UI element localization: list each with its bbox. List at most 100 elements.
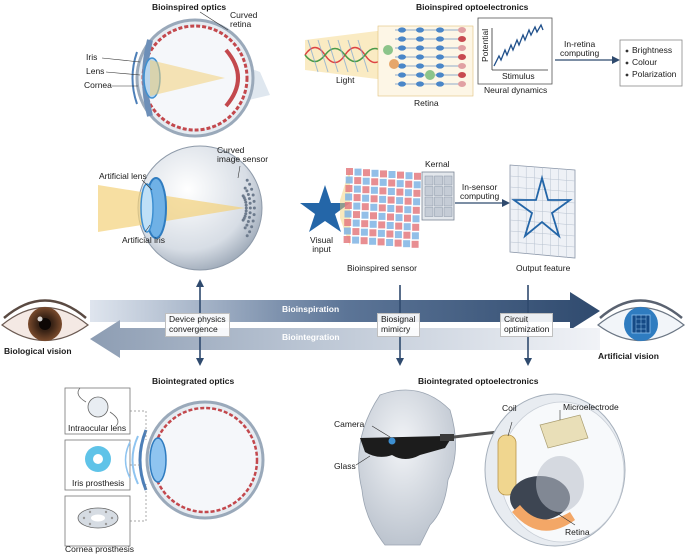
iris-prosthesis-box — [64, 439, 131, 491]
label-artificial-iris: Artificial iris — [122, 235, 165, 245]
neuron-cell — [416, 72, 424, 78]
sensor-pixel — [371, 169, 379, 177]
label-curved-image-sensor: Curved image sensor — [217, 145, 269, 165]
sensor-pixel — [353, 202, 361, 210]
pixel-dot — [244, 206, 248, 210]
kernal-cell — [434, 186, 443, 196]
sensor-pixel — [412, 215, 420, 223]
pixel-dot — [248, 230, 252, 234]
pixel-dot — [251, 219, 255, 223]
sensor-pixel — [379, 187, 387, 195]
label-output-feature: Output feature — [516, 263, 571, 273]
label-potential-axis: Potential — [480, 28, 490, 62]
artificial-eye-image — [597, 299, 685, 342]
biointegrated-eye — [124, 400, 265, 520]
neuron-cell — [398, 36, 406, 42]
sensor-pixel — [370, 195, 378, 203]
pixel-dot — [244, 209, 248, 213]
label-cornea: Cornea — [84, 80, 112, 90]
pixel-dot — [252, 206, 256, 210]
sensor-pixel — [412, 206, 420, 214]
label-light: Light — [336, 75, 355, 85]
sensor-pixel — [387, 213, 394, 221]
sensor-pixel — [404, 189, 412, 197]
sensor-pixel — [380, 170, 387, 178]
label-intraocular-lens: Intraocular lens — [68, 423, 127, 433]
label-in-retina-computing: In-retina computing — [560, 39, 600, 59]
ganglion-cell — [458, 45, 466, 51]
sensor-pixel — [379, 195, 387, 203]
sensor-pixel — [343, 227, 351, 235]
sensor-pixel — [344, 219, 352, 226]
title-bioinspired-optoelectronics: Bioinspired optoelectronics — [416, 2, 529, 12]
sensor-pixel — [360, 237, 368, 245]
bipolar-cell — [383, 45, 393, 55]
sensor-pixel — [369, 237, 377, 245]
label-iris-prosthesis: Iris prosthesis — [72, 478, 125, 488]
kernal-cell — [424, 175, 434, 186]
pixel-dot — [245, 223, 249, 227]
sensor-pixel — [378, 204, 386, 212]
sensor-pixel — [414, 172, 421, 180]
sensor-pixel — [396, 188, 404, 196]
label-bioinspired-sensor: Bioinspired sensor — [347, 263, 417, 273]
feature-brightness: Brightness — [632, 45, 673, 55]
pixel-dot — [248, 211, 252, 215]
label-retina-top: Retina — [414, 98, 439, 108]
neuron-cell — [398, 54, 406, 60]
pixel-dot — [244, 203, 248, 207]
ganglion-cell — [458, 36, 466, 42]
sensor-pixel — [388, 171, 396, 178]
kernal-cell — [424, 207, 434, 217]
sensor-pixel — [345, 193, 353, 201]
neuron-cell — [436, 81, 444, 87]
sensor-pixel — [354, 168, 362, 176]
sensor-pixel — [405, 180, 413, 188]
kernal-cell — [434, 207, 443, 217]
pixel-dot — [250, 225, 254, 229]
sensor-pixel — [370, 203, 378, 211]
label-coil: Coil — [502, 403, 517, 413]
label-biosignal-mimicry: Biosignal mimicry — [377, 313, 420, 337]
pixel-dot — [243, 186, 247, 190]
pixel-dot — [248, 182, 252, 186]
sensor-pixel — [403, 240, 411, 248]
label-circuit-optimization: Circuit optimization — [500, 313, 554, 337]
neuron-cell — [436, 54, 444, 60]
label-camera: Camera — [334, 419, 365, 429]
kernal-cell — [443, 175, 453, 186]
title-bioinspired-optics: Bioinspired optics — [152, 2, 227, 12]
sensor-pixel — [362, 194, 370, 202]
sensor-pixel — [411, 232, 419, 240]
sensor-pixel — [386, 239, 394, 246]
sensor-pixel — [377, 229, 385, 237]
sensor-pixel — [396, 197, 404, 205]
sensor-pixel — [360, 228, 368, 236]
title-biointegrated-optoelectronics: Biointegrated optoelectronics — [418, 376, 539, 386]
sensor-pixel — [370, 212, 377, 220]
sensor-pixel — [362, 186, 370, 194]
kernal-cell — [443, 186, 453, 196]
feature-colour: Colour — [632, 57, 658, 67]
pixel-dot — [246, 220, 250, 224]
sensor-pixel — [343, 236, 351, 243]
label-cornea-prosthesis: Cornea prosthesis — [65, 544, 134, 554]
sensor-pixel — [394, 239, 402, 247]
sensor-pixel — [387, 196, 395, 204]
neuron-cell — [416, 45, 424, 51]
label-iris: Iris — [86, 52, 98, 62]
label-visual-input: Visual input — [310, 235, 333, 255]
sensor-pixel — [387, 205, 395, 212]
sensor-pixel — [361, 211, 369, 219]
sensor-pixel — [346, 168, 353, 175]
sensor-pixel — [378, 221, 386, 229]
sensor-pixel — [354, 177, 362, 185]
neuron-cell — [398, 45, 406, 51]
sensor-pixel — [353, 194, 361, 202]
pixel-dot — [245, 189, 249, 193]
artificial-eye-sphere — [98, 145, 263, 271]
sensor-pixel — [397, 171, 404, 179]
sensor-pixel — [362, 177, 370, 185]
sensor-pixel — [388, 179, 396, 187]
kernal-cell — [424, 196, 434, 207]
